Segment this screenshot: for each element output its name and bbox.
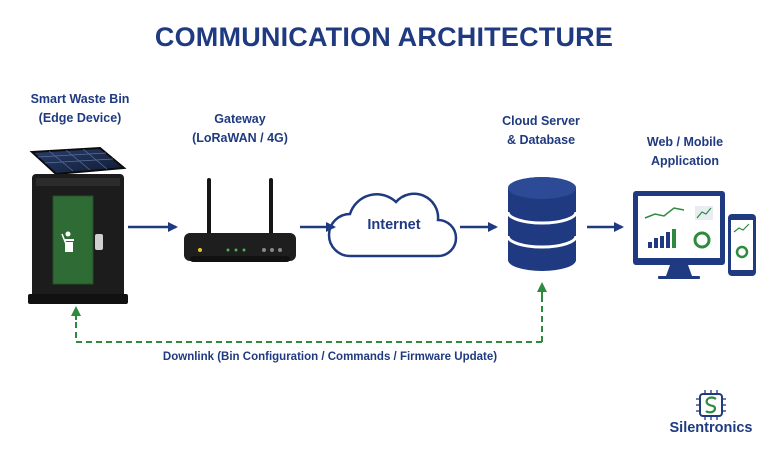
bin-label-line1: Smart Waste Bin (30, 92, 130, 106)
cloud-label: Cloud Server & Database (478, 112, 604, 150)
cloud-label-line2: & Database (506, 133, 576, 147)
trash-icon (61, 231, 74, 252)
gateway-label-line2: (LoRaWAN / 4G) (192, 131, 288, 145)
bin-label: Smart Waste Bin (Edge Device) (20, 90, 140, 128)
cloud-label-line1: Cloud Server (502, 114, 580, 128)
gateway-label-line1: Gateway (214, 112, 266, 126)
gateway-label: Gateway (LoRaWAN / 4G) (175, 110, 305, 148)
smart-bin-icon (28, 146, 128, 304)
internet-label: Internet (367, 217, 421, 233)
app-label-line2: Application (650, 154, 720, 168)
downlink-label: Downlink (Bin Configuration / Commands /… (162, 351, 498, 363)
gateway-router-icon (184, 178, 296, 262)
app-label: Web / Mobile Application (620, 133, 750, 171)
downlink-path (75, 284, 543, 343)
diagram-title: COMMUNICATION ARCHITECTURE (154, 22, 614, 52)
brand-name: Silentronics (669, 420, 753, 436)
silentronics-logo-icon (696, 390, 726, 420)
app-label-line1: Web / Mobile (646, 135, 724, 149)
database-icon (506, 177, 578, 271)
bin-label-line2: (Edge Device) (38, 111, 122, 125)
web-mobile-app-icon (633, 191, 756, 279)
